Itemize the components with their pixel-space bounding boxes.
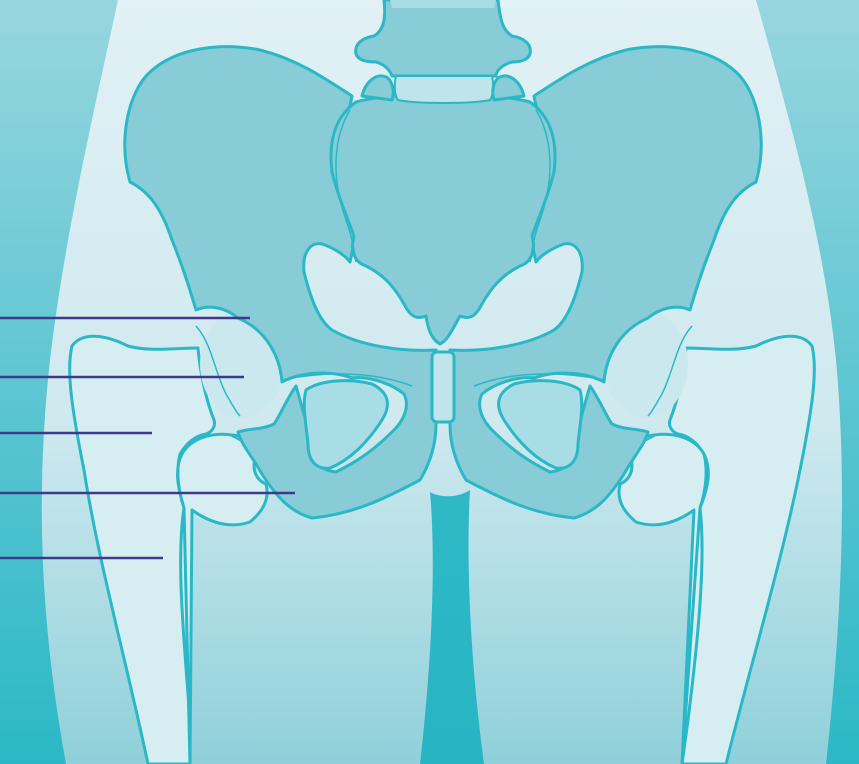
vertebral-body-top-band [390,0,496,8]
intervertebral-disc [395,76,494,103]
pubic-symphysis [432,352,454,422]
